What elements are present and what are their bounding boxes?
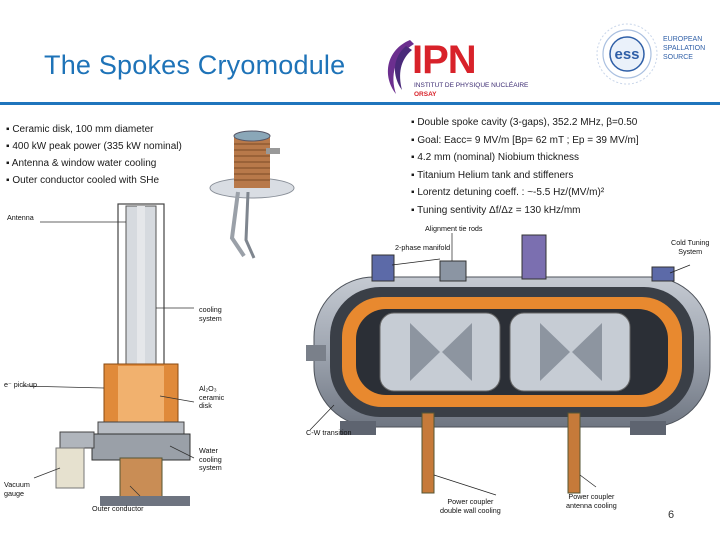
slide-header: The Spokes Cryomodule IPN INSTITUT DE PH… [0, 0, 720, 105]
bullet-item: ▪ Tuning sentivity Δf/Δz = 130 kHz/mm [411, 204, 581, 216]
label-cw-transition: C-W transition [306, 428, 352, 437]
ipn-subtitle: INSTITUT DE PHYSIQUE NUCLÉAIRE [414, 82, 529, 89]
cryomodule-cutaway [306, 233, 711, 496]
bullet-item: ▪ Titanium Helium tank and stiffeners [411, 169, 574, 181]
ess-name: EUROPEAN SPALLATION SOURCE [663, 35, 705, 62]
coupler-cross-section [21, 203, 195, 506]
slide-title: The Spokes Cryomodule [44, 50, 346, 80]
ess-mark: ess [614, 46, 639, 63]
page-number: 6 [668, 509, 675, 521]
ipn-location: ORSAY [414, 91, 437, 98]
bullet-item: ▪ Ceramic disk, 100 mm diameter [6, 124, 154, 135]
label-alignment-tie-rods: Alignment tie rods [425, 224, 483, 233]
title-rule [0, 102, 720, 105]
ess-name-line: EUROPEAN [663, 36, 703, 43]
coupler-photo [209, 130, 295, 259]
ipn-logo: IPN INSTITUT DE PHYSIQUE NUCLÉAIRE ORSAY [380, 34, 528, 98]
bullet-item: ▪ Lorentz detuning coeff. : ~-5.5 Hz/(MV… [411, 187, 605, 198]
coupler-bullet-list: ▪ Ceramic disk, 100 mm diameter ▪ 400 kW… [6, 121, 182, 189]
label-pickup: e⁻ pick-up [4, 380, 37, 389]
ess-name-line: SPALLATION [663, 45, 706, 52]
bullet-item: ▪ Outer conductor cooled with SHe [6, 175, 160, 186]
label-outer-conductor: Outer conductor [92, 504, 144, 513]
bullet-item: ▪ 4.2 mm (nominal) Niobium thickness [411, 152, 580, 163]
bullet-item: ▪ Double spoke cavity (3-gaps), 352.2 MH… [411, 117, 638, 128]
cavity-bullet-list: ▪ Double spoke cavity (3-gaps), 352.2 MH… [411, 114, 639, 219]
bullet-item: ▪ 400 kW peak power (335 kW nominal) [6, 141, 182, 152]
label-two-phase-manifold: 2-phase manifold [395, 243, 451, 252]
ess-name-line: SOURCE [663, 54, 693, 61]
ipn-text: IPN [412, 38, 477, 82]
ess-logo-icon: ess [596, 23, 658, 85]
bullet-item: ▪ Goal: Eacc= 9 MV/m [Bp= 62 mT ; Ep = 3… [411, 134, 639, 146]
ipn-swoosh-icon [387, 40, 414, 94]
label-antenna: Antenna [7, 213, 34, 222]
bullet-item: ▪ Antenna & window water cooling [6, 158, 157, 169]
